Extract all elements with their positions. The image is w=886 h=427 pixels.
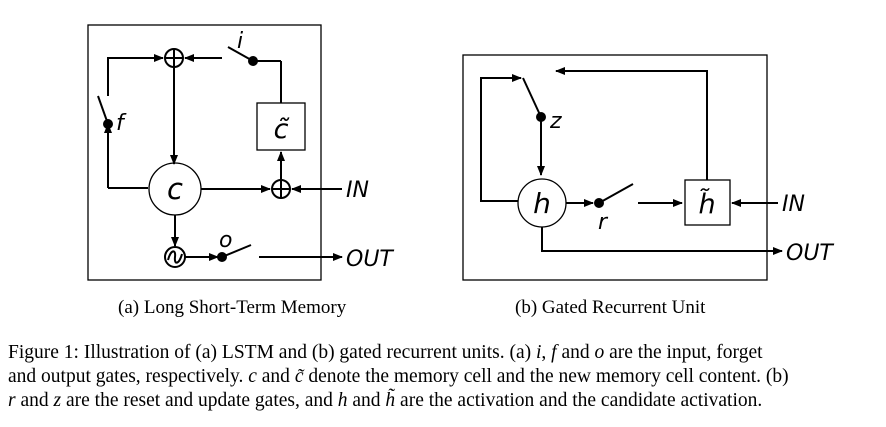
- lstm-gate-o-label: o: [219, 228, 232, 253]
- gru-candidate-label: h̃: [698, 188, 715, 220]
- lstm-cell-label: c: [167, 172, 183, 206]
- gru-output-label: OUT: [786, 241, 834, 266]
- gru-activation-label: h: [533, 187, 551, 220]
- figure-diagram: i f o c c̃ IN OUT z r h h̃: [87, 24, 834, 281]
- caption-line-1: Figure 1: Illustration of (a) LSTM and (…: [8, 342, 763, 363]
- gru-gate-z-label: z: [549, 109, 562, 134]
- figure-caption: Figure 1: Illustration of (a) LSTM and (…: [8, 341, 880, 413]
- gru-diagram: [462, 54, 783, 281]
- gru-subcaption: (b) Gated Recurrent Unit: [515, 297, 706, 318]
- lstm-output-gate-switch: [221, 244, 252, 258]
- lstm-subcaption: (a) Long Short-Term Memory: [118, 297, 347, 318]
- caption-line-3: r and z are the reset and update gates, …: [8, 390, 763, 411]
- lstm-candidate-box: [256, 102, 306, 151]
- lstm-candidate-label: c̃: [274, 114, 290, 145]
- caption-line-2: and output gates, respectively. c and c̃…: [8, 366, 789, 387]
- lstm-frame: [87, 24, 322, 281]
- gru-input-label: IN: [782, 192, 805, 217]
- lstm-gate-i-label: i: [237, 29, 243, 54]
- gru-frame: [462, 54, 768, 281]
- lstm-output-label: OUT: [346, 247, 394, 272]
- gru-update-gate-switch: [522, 77, 542, 118]
- lstm-input-gate-switch: [227, 46, 254, 62]
- gru-reset-gate-switch: [598, 183, 634, 204]
- gru-gate-r-label: r: [598, 210, 609, 235]
- lstm-diagram: [87, 24, 343, 281]
- gru-candidate-box: [684, 179, 731, 226]
- lstm-gate-f-label: f: [116, 111, 127, 136]
- lstm-input-label: IN: [346, 178, 369, 203]
